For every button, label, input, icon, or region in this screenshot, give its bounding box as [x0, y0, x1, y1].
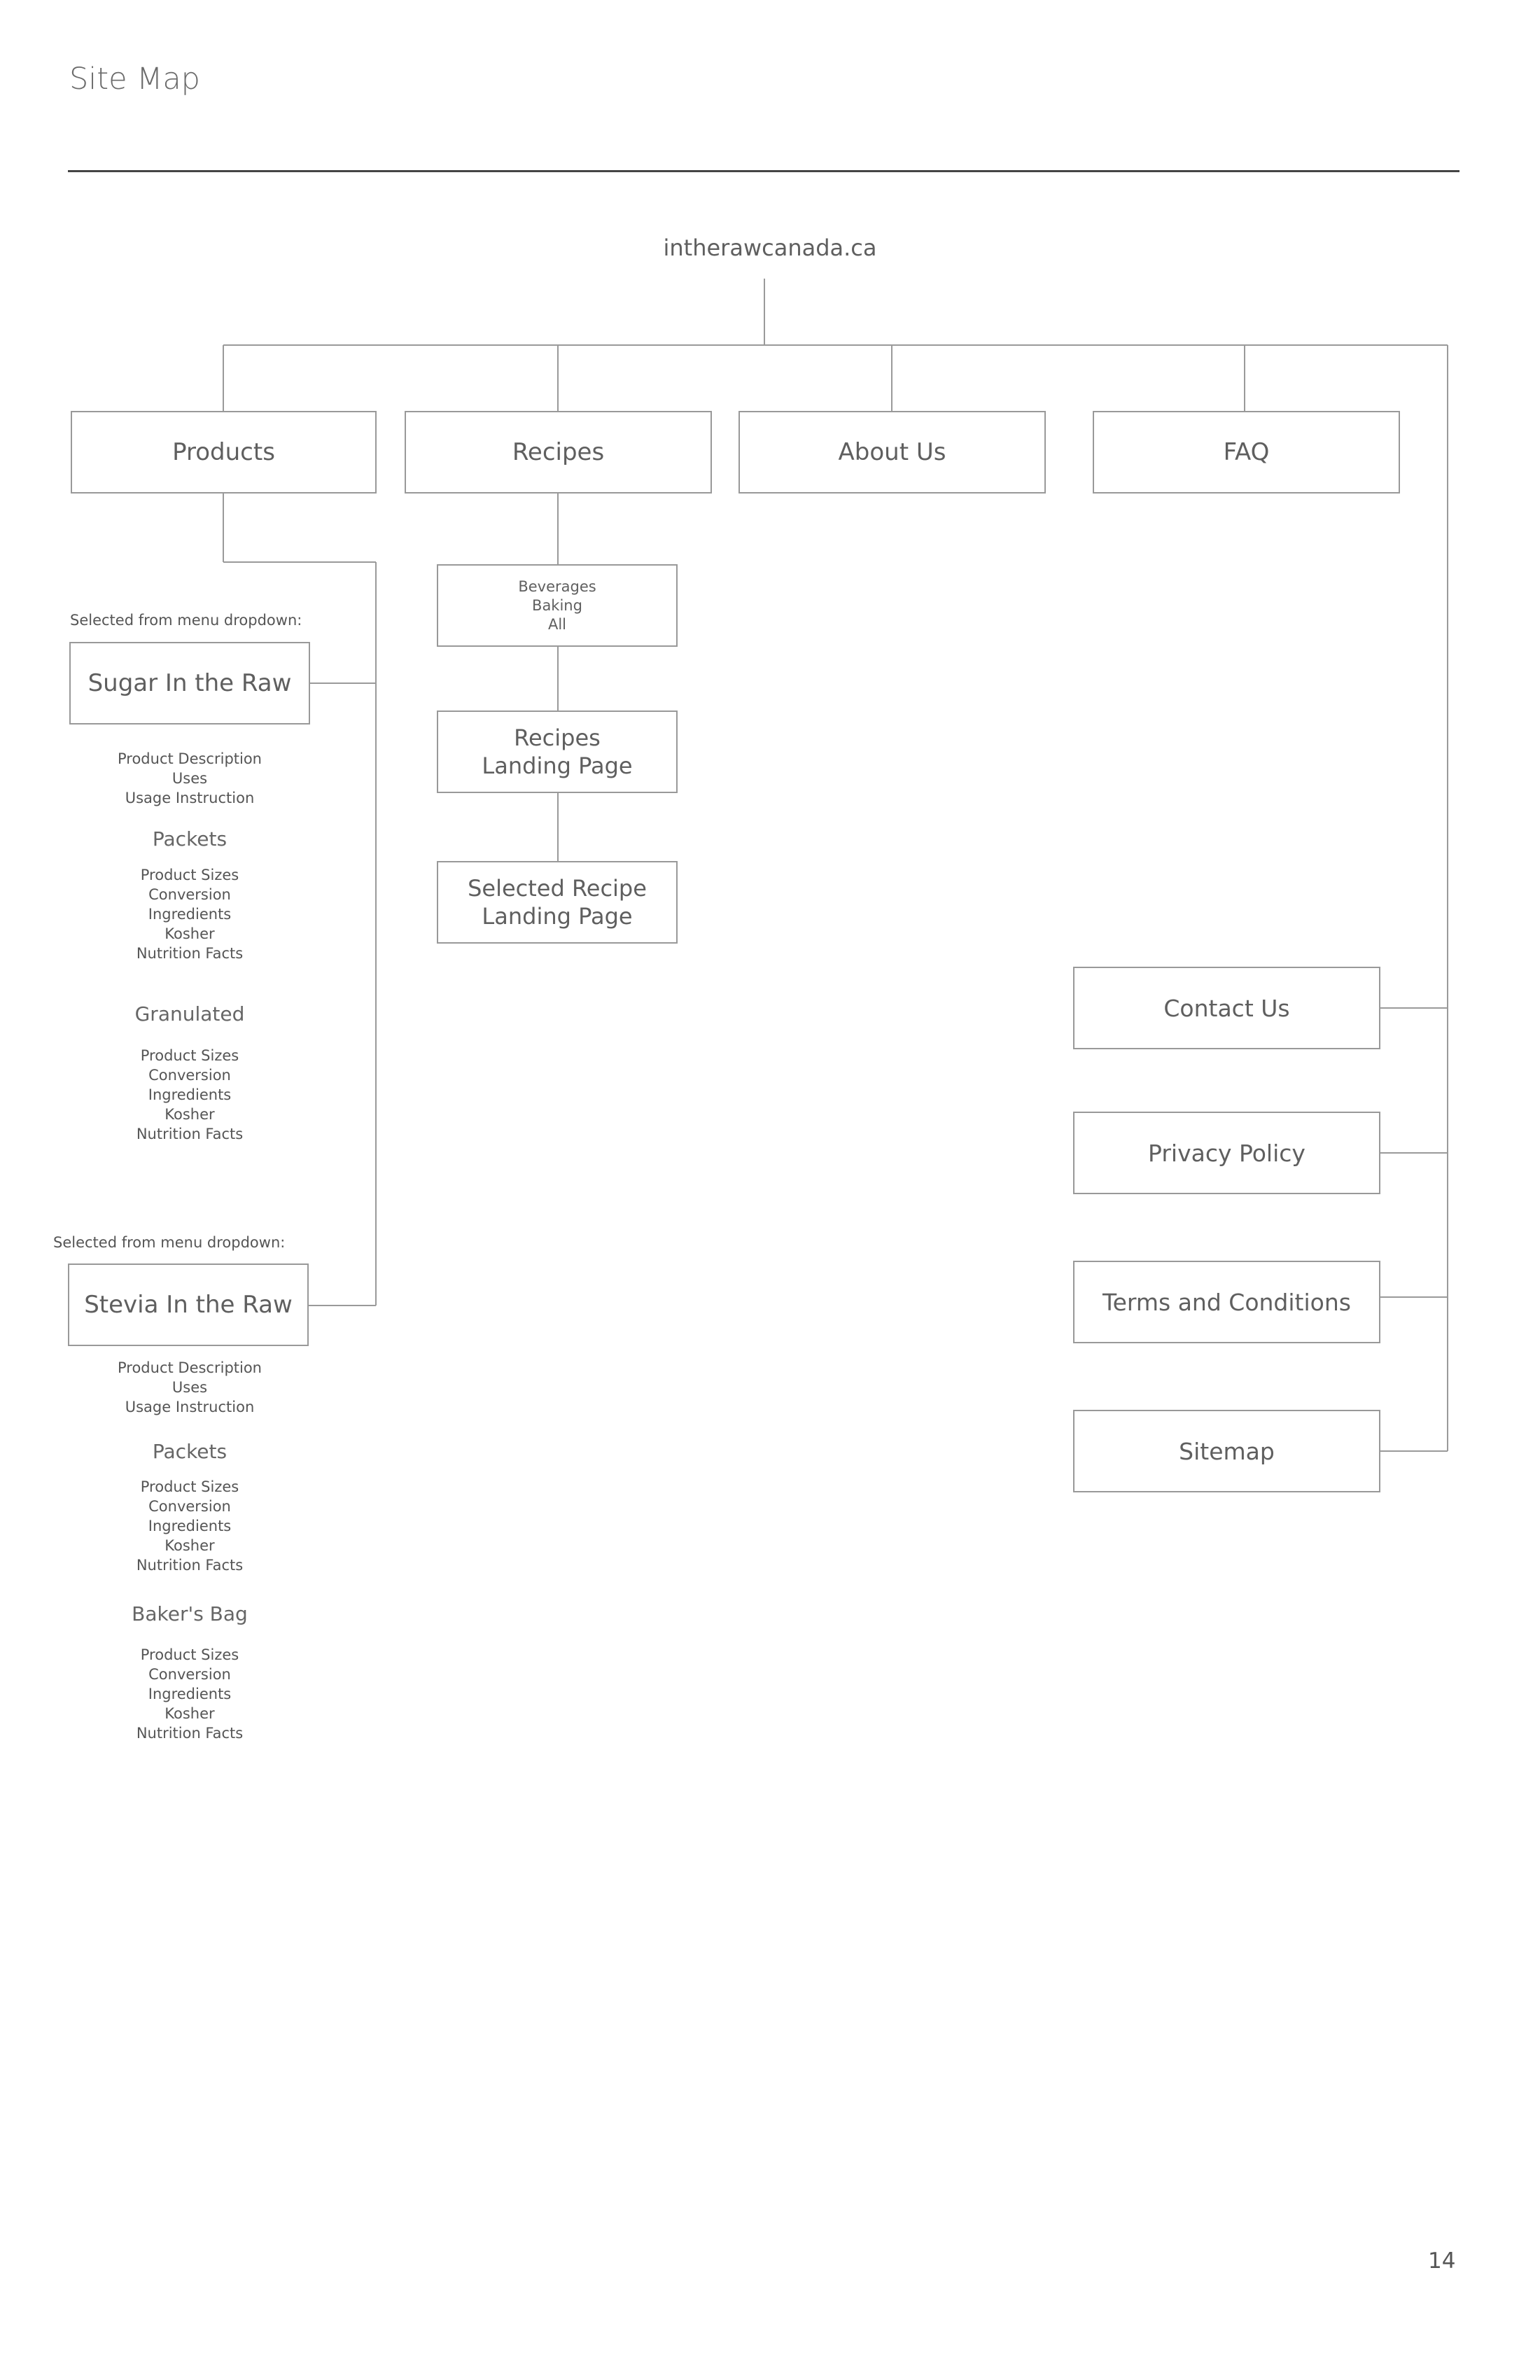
- list-item: Kosher: [164, 1705, 215, 1722]
- detail-item: Product Description: [117, 1359, 262, 1376]
- sugar-granulated-items: Product Sizes Conversion Ingredients Kos…: [69, 1046, 310, 1144]
- sugar-in-the-raw-box[interactable]: Sugar In the Raw: [69, 642, 310, 724]
- sitemap-box[interactable]: Sitemap: [1073, 1410, 1380, 1492]
- detail-item: Uses: [172, 1379, 208, 1396]
- page-title: Site Map: [69, 62, 200, 97]
- list-item: Ingredients: [148, 1518, 232, 1534]
- sugar-dropdown-note: Selected from menu dropdown:: [70, 612, 302, 629]
- list-item: Nutrition Facts: [136, 1557, 244, 1574]
- list-item: Product Sizes: [140, 1047, 239, 1064]
- list-item: Ingredients: [148, 1686, 232, 1702]
- sugar-packets-heading: Packets: [152, 827, 227, 850]
- list-item: Conversion: [148, 1666, 231, 1683]
- list-item: Nutrition Facts: [136, 1126, 244, 1142]
- list-item: Conversion: [148, 1498, 231, 1515]
- root-domain[interactable]: intherawcanada.ca: [663, 234, 877, 261]
- page-number: 14: [1428, 2248, 1456, 2274]
- stevia-packets-items: Product Sizes Conversion Ingredients Kos…: [69, 1477, 310, 1575]
- stevia-in-the-raw-label: Stevia In the Raw: [84, 1291, 293, 1319]
- recipe-category: Baking: [532, 596, 582, 614]
- selected-recipe-line: Selected Recipe: [468, 875, 647, 902]
- list-item: Kosher: [164, 925, 215, 942]
- selected-recipe-line: Landing Page: [482, 903, 633, 930]
- recipe-category: Beverages: [518, 578, 596, 595]
- list-item: Product Sizes: [140, 1478, 239, 1495]
- stevia-details: Product Description Uses Usage Instructi…: [69, 1358, 310, 1417]
- stevia-in-the-raw-box[interactable]: Stevia In the Raw: [68, 1264, 309, 1346]
- list-item: Kosher: [164, 1537, 215, 1554]
- sugar-details: Product Description Uses Usage Instructi…: [69, 749, 310, 808]
- stevia-bakers-bag-heading: Baker's Bag: [132, 1602, 248, 1625]
- sugar-granulated-heading: Granulated: [134, 1002, 245, 1026]
- nav-about-box[interactable]: About Us: [738, 411, 1046, 493]
- sitemap-label: Sitemap: [1179, 1437, 1275, 1465]
- nav-recipes-label: Recipes: [512, 438, 605, 466]
- detail-item: Usage Instruction: [125, 1399, 255, 1415]
- list-item: Conversion: [148, 1067, 231, 1084]
- nav-faq-label: FAQ: [1223, 438, 1270, 466]
- list-item: Ingredients: [148, 906, 232, 923]
- recipes-landing-line: Landing Page: [482, 752, 633, 779]
- list-item: Nutrition Facts: [136, 1725, 244, 1742]
- sugar-in-the-raw-label: Sugar In the Raw: [88, 669, 292, 697]
- sugar-packets-items: Product Sizes Conversion Ingredients Kos…: [69, 865, 310, 963]
- privacy-policy-label: Privacy Policy: [1148, 1139, 1306, 1167]
- detail-item: Product Description: [117, 750, 262, 767]
- list-item: Conversion: [148, 886, 231, 903]
- nav-about-label: About Us: [838, 438, 946, 466]
- stevia-bakers-bag-items: Product Sizes Conversion Ingredients Kos…: [69, 1645, 310, 1743]
- nav-recipes-box[interactable]: Recipes: [405, 411, 712, 493]
- selected-recipe-box[interactable]: Selected Recipe Landing Page: [437, 861, 678, 944]
- recipes-landing-line: Recipes: [514, 724, 601, 751]
- terms-and-conditions-box[interactable]: Terms and Conditions: [1073, 1261, 1380, 1343]
- list-item: Nutrition Facts: [136, 945, 244, 962]
- list-item: Product Sizes: [140, 1646, 239, 1663]
- recipes-landing-box[interactable]: Recipes Landing Page: [437, 710, 678, 793]
- recipe-categories-box[interactable]: Beverages Baking All: [437, 564, 678, 647]
- stevia-dropdown-note: Selected from menu dropdown:: [53, 1234, 286, 1251]
- nav-products-label: Products: [172, 438, 275, 466]
- terms-and-conditions-label: Terms and Conditions: [1102, 1288, 1351, 1316]
- detail-item: Usage Instruction: [125, 790, 255, 806]
- privacy-policy-box[interactable]: Privacy Policy: [1073, 1112, 1380, 1194]
- nav-faq-box[interactable]: FAQ: [1093, 411, 1400, 493]
- nav-products-box[interactable]: Products: [71, 411, 377, 493]
- detail-item: Uses: [172, 770, 208, 787]
- list-item: Product Sizes: [140, 867, 239, 883]
- contact-us-box[interactable]: Contact Us: [1073, 967, 1380, 1049]
- title-divider: [68, 170, 1460, 172]
- recipe-category: All: [547, 615, 567, 633]
- list-item: Ingredients: [148, 1086, 232, 1103]
- contact-us-label: Contact Us: [1163, 994, 1290, 1022]
- stevia-packets-heading: Packets: [152, 1440, 227, 1463]
- list-item: Kosher: [164, 1106, 215, 1123]
